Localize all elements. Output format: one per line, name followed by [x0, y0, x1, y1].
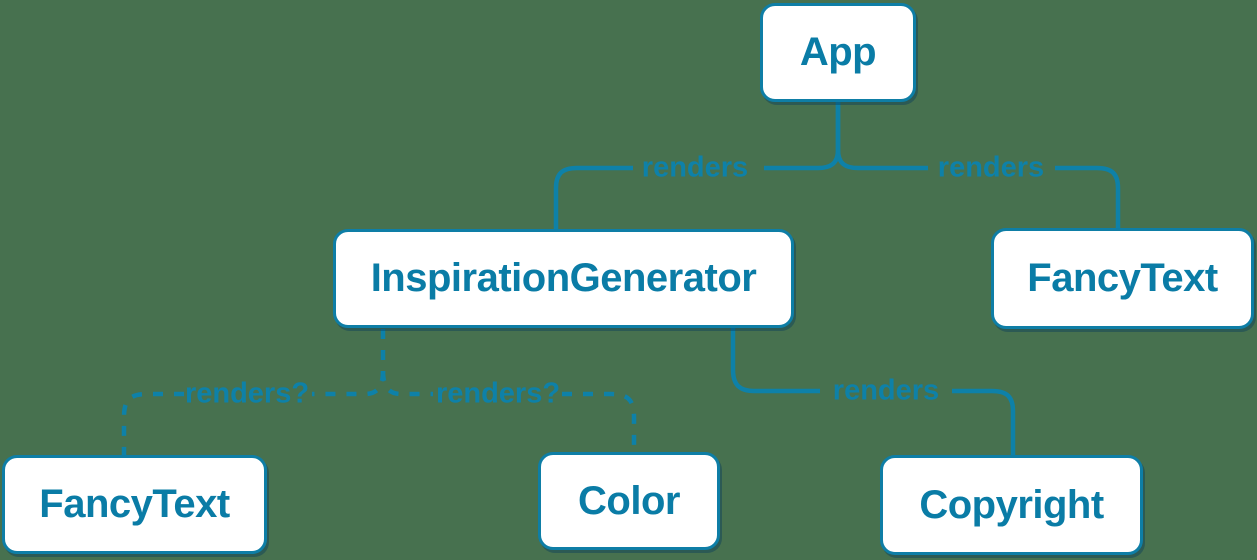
- node-fancytext-bottom-label: FancyText: [39, 482, 230, 526]
- edge-app-to-fancytext-line: [835, 102, 928, 171]
- node-app: App: [760, 3, 916, 102]
- edge-label-renders-copyright: renders: [832, 374, 940, 407]
- node-fancytext-bottom: FancyText: [2, 455, 267, 554]
- node-copyright: Copyright: [880, 455, 1143, 555]
- node-color: Color: [538, 452, 720, 550]
- edge-app-to-fancytext-line: [1055, 165, 1121, 229]
- edge-inspirationgenerator-to-copyright-line: [730, 328, 820, 394]
- node-inspiration-generator: InspirationGenerator: [333, 229, 794, 328]
- node-inspiration-generator-label: InspirationGenerator: [370, 256, 757, 300]
- node-fancytext-top: FancyText: [991, 228, 1254, 329]
- edge-label-renders-maybe-fancytext: renders?: [184, 377, 310, 410]
- node-fancytext-top-label: FancyText: [1027, 256, 1218, 300]
- edge-app-to-inspirationgenerator-line: [764, 102, 841, 171]
- edge-label-renders-maybe-color: renders?: [435, 377, 561, 410]
- node-app-label: App: [799, 30, 877, 74]
- edge-inspirationgenerator-to-color-dashed-line: [562, 391, 637, 453]
- node-color-label: Color: [578, 478, 680, 523]
- edge-app-to-inspirationgenerator-line: [553, 165, 633, 230]
- node-copyright-label: Copyright: [919, 482, 1104, 527]
- edge-inspirationgenerator-to-color-dashed-line: [380, 370, 433, 397]
- edge-inspirationgenerator-to-copyright-line: [952, 388, 1016, 456]
- edge-inspirationgenerator-to-fancytext-dashed-line: [121, 391, 184, 456]
- edge-label-renders-app-fancytext: renders: [937, 151, 1045, 184]
- edge-label-renders-app-inspirationgenerator: renders: [641, 151, 749, 184]
- edge-inspirationgenerator-to-fancytext-dashed-line: [312, 370, 386, 397]
